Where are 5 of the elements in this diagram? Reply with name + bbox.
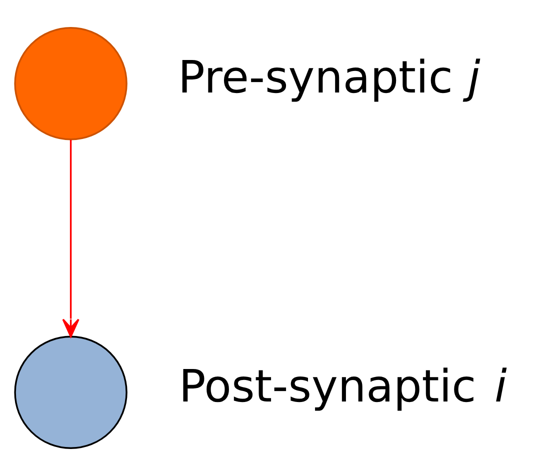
node-label: Pre-synaptic j (178, 52, 480, 104)
node-circle (14, 336, 128, 449)
arrow (62, 140, 80, 338)
node-label: Post-synaptic i (178, 360, 507, 412)
node-circle (14, 27, 128, 140)
